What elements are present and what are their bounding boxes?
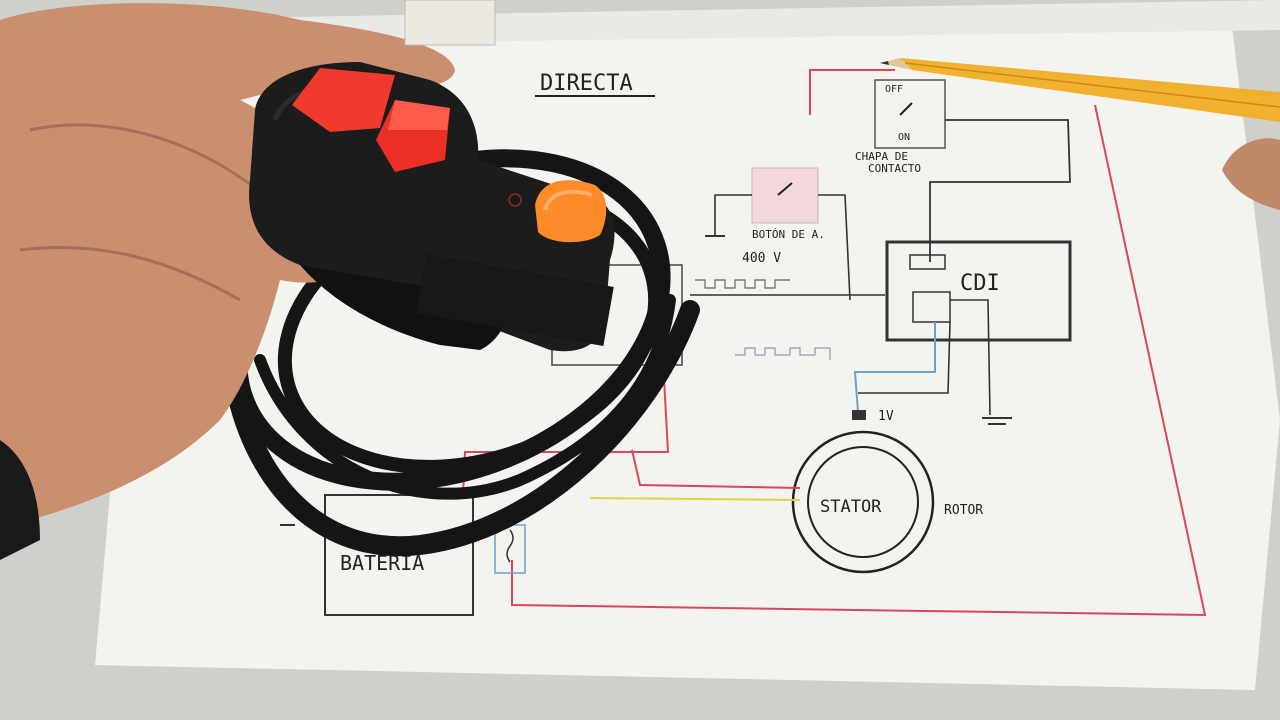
cdi-connector-bottom [912, 291, 951, 323]
button-contact [777, 182, 793, 196]
diagram-title: DIRECTA [540, 71, 633, 96]
ignition-wire [929, 119, 1071, 262]
yellow-stator-wire [589, 497, 801, 501]
pickup-coil [852, 410, 866, 420]
low-voltage-waveform [735, 347, 831, 360]
rotor-label: ROTOR [944, 503, 983, 518]
ignition-switch-box [874, 79, 946, 149]
kill-button-box [751, 167, 819, 224]
cdi-connector-top [909, 254, 946, 270]
switch-off-label: OFF [885, 84, 903, 95]
stator-label: STATOR [820, 497, 882, 517]
switch-on-label: ON [898, 132, 910, 143]
switch-emblem [508, 193, 522, 207]
right-hand [1222, 138, 1280, 210]
handlebar-switch [249, 62, 615, 352]
switch-contact [899, 102, 913, 116]
pencil [880, 58, 1280, 122]
button-wire [818, 194, 851, 301]
button-label: BOTÓN DE A. [752, 228, 825, 241]
cdi-ground-wire [950, 299, 991, 416]
blue-wire [853, 322, 936, 413]
ignition-label-1: CHAPA DE [855, 150, 908, 163]
red-border-wire [511, 104, 1207, 617]
red-stator-wire [631, 449, 801, 489]
signal-wire [858, 321, 951, 394]
white-connector [404, 0, 496, 46]
voltage-400-label: 400 V [742, 251, 781, 266]
rotor-circle [791, 430, 935, 574]
voltage-1-label: 1V [878, 409, 894, 424]
cdi-box [885, 240, 1072, 342]
high-voltage-waveform [695, 279, 790, 289]
hand [0, 3, 455, 560]
stator-circle [807, 446, 919, 558]
fuse-symbol [506, 529, 514, 563]
battery-box [324, 494, 474, 616]
ignition-red-wire [809, 69, 895, 115]
orange-button [535, 180, 607, 243]
button-ground-wire [714, 194, 752, 235]
ignition-label-2: CONTACTO [868, 162, 921, 175]
red-button-1 [292, 68, 395, 132]
cdi-label: CDI [960, 271, 1000, 296]
